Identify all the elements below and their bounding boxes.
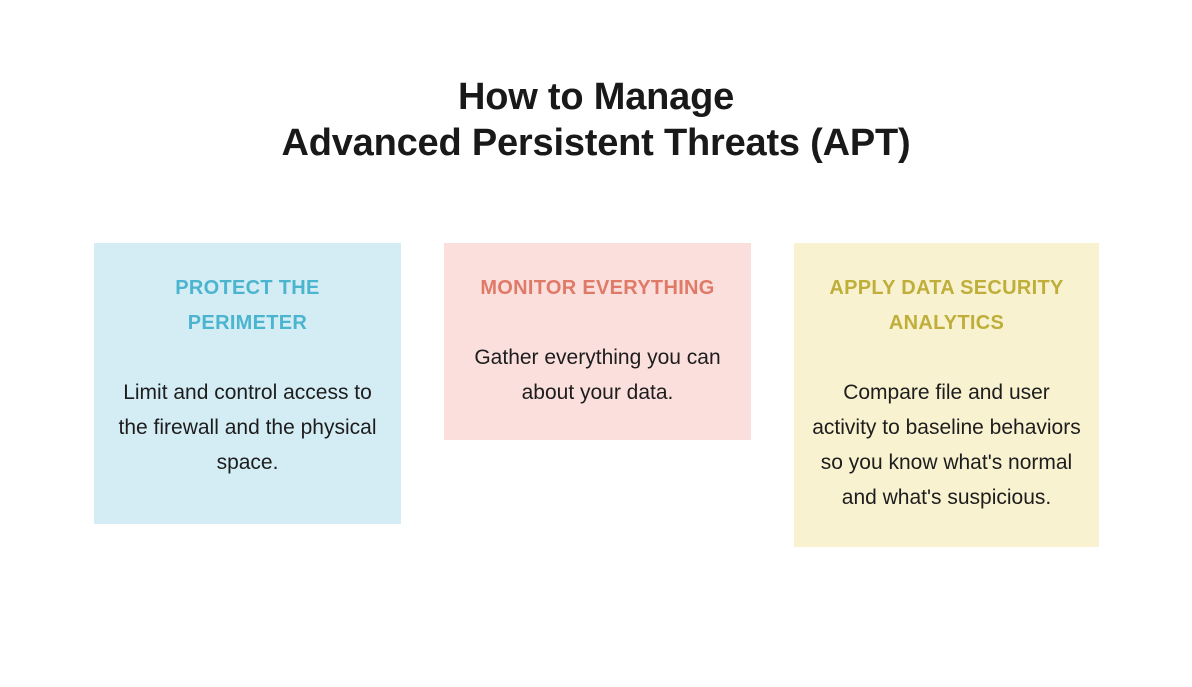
card-heading-monitor-everything: MONITOR EVERYTHING [480,277,715,299]
card-heading-apply-data-security-analytics: APPLY DATA SECURITY ANALYTICS [829,277,1064,334]
card-monitor-everything: MONITOR EVERYTHING Gather everything you… [444,243,751,440]
page-title-line-1: How to Manage [457,76,735,118]
card-heading-protect-the-perimeter: PROTECT THE PERIMETER [175,277,320,334]
card-body-protect-the-perimeter: Limit and control access to the firewall… [118,381,377,474]
card-protect-the-perimeter: PROTECT THE PERIMETER Limit and control … [94,243,401,524]
card-body-apply-data-security-analytics: Compare file and user activity to baseli… [812,381,1081,509]
cards-row: PROTECT THE PERIMETER Limit and control … [94,243,1099,547]
page-title: How to Manage Advanced Persistent Threat… [0,74,1192,166]
page-title-line-2: Advanced Persistent Threats (APT) [281,122,911,164]
card-body-monitor-everything: Gather everything you can about your dat… [474,346,721,404]
card-apply-data-security-analytics: APPLY DATA SECURITY ANALYTICS Compare fi… [794,243,1099,547]
